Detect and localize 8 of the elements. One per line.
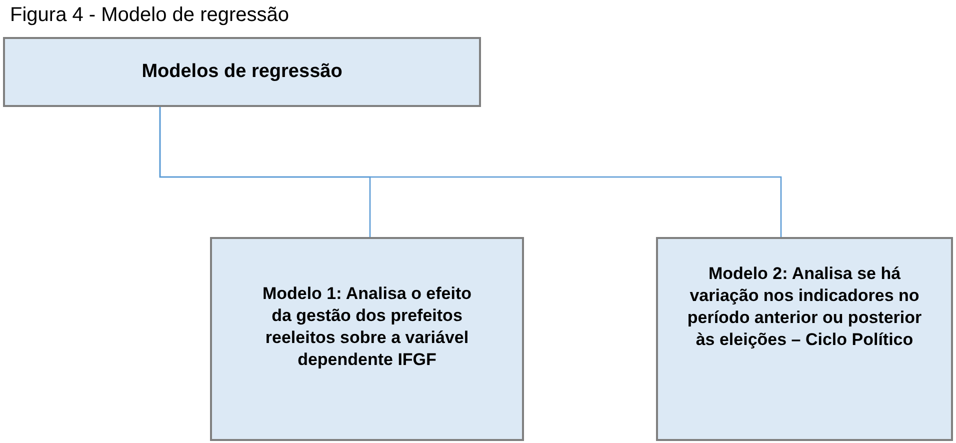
box-text: Modelos de regressão xyxy=(142,60,342,84)
figure-title: Figura 4 - Modelo de regressão xyxy=(10,4,290,27)
box-text: Modelo 1: Analisa o efeito da gestão dos prefeitos reeleitos sobre a variável dependente IFGF xyxy=(261,283,473,372)
box-text: Modelo 2: Analisa se há variação nos indicadores no período anterior ou posterior às eleições – Ciclo Político xyxy=(686,263,923,352)
connector-line xyxy=(159,107,782,237)
process-box xyxy=(210,237,524,441)
process-box xyxy=(656,237,953,441)
process-box xyxy=(3,37,481,107)
